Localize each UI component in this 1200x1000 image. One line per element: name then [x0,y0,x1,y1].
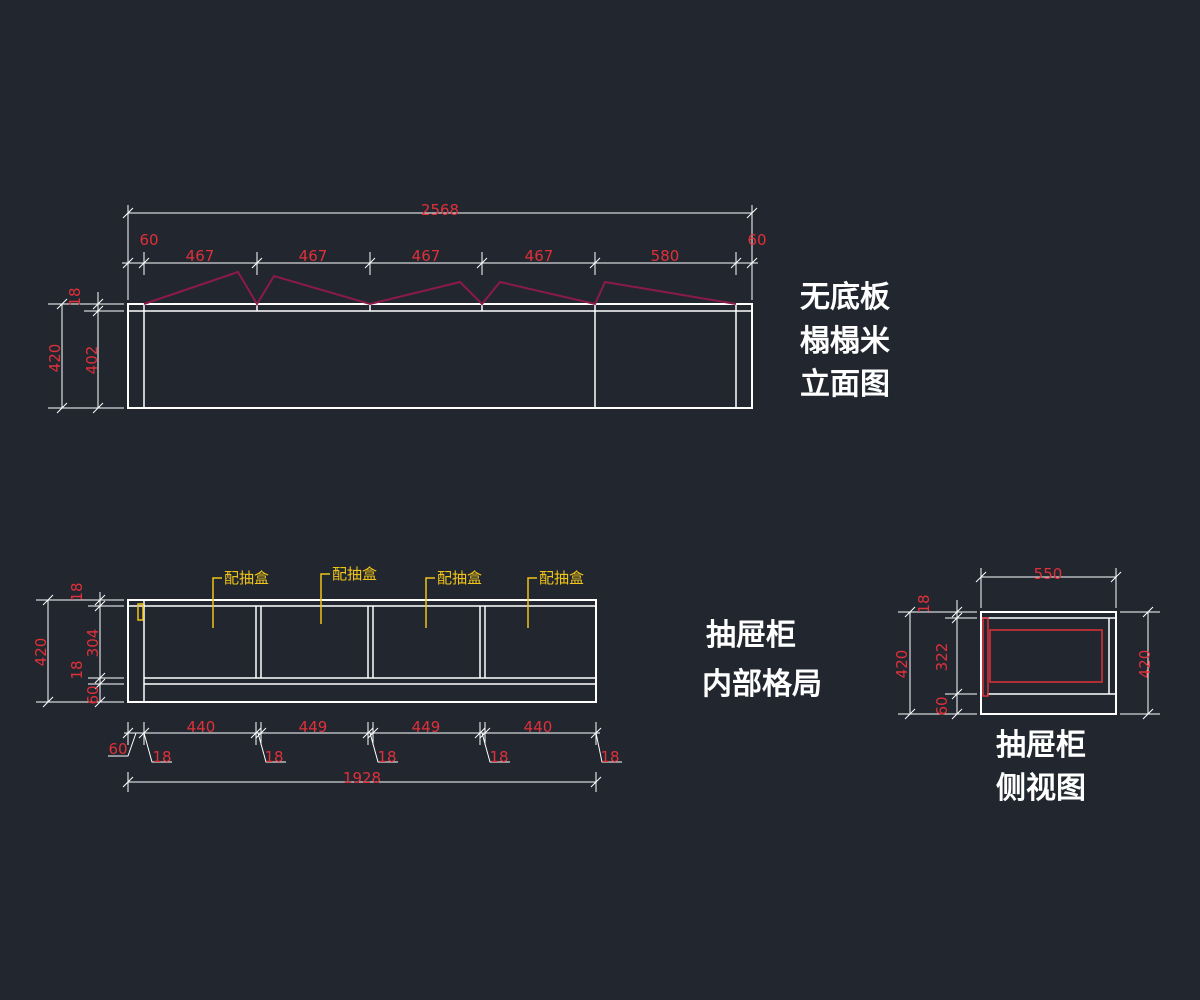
dim-seg-5: 580 [651,247,680,265]
dim-bay-1: 440 [187,718,216,736]
dim-seg-4: 467 [525,247,554,265]
dim-top-board: 18 [66,287,84,306]
cushion-profile [143,270,737,306]
dim-layout-drawer-height: 304 [84,629,102,658]
side-right-dim-lines [1120,611,1160,715]
dim-seg-1: 467 [186,247,215,265]
dim-side-base: 60 [933,696,951,715]
layout-frame [127,599,597,703]
elevation-title-line1: 无底板 [800,280,890,315]
elevation-title-line2: 榻榻米 [800,324,890,359]
layout-title-line1: 抽屉柜 [706,618,796,653]
dim-layout-total-height: 420 [32,638,50,667]
dim-total-height: 420 [46,344,64,373]
note-drawer-box-2: 配抽盒 [332,565,377,583]
dim-board-3: 18 [377,748,396,766]
note-leaders [212,573,537,628]
dim-seg-left: 60 [139,231,158,249]
dim-overall [127,205,753,300]
dim-board-2: 18 [264,748,283,766]
dim-side-right-height: 420 [1136,650,1154,679]
dim-layout-overall: 1928 [343,769,381,787]
dim-side-drawer-height: 322 [933,643,951,672]
dim-bay-2: 449 [299,718,328,736]
dim-board-4: 18 [489,748,508,766]
dim-side-depth: 550 [1034,565,1063,583]
layout-title-line2: 内部格局 [702,667,822,702]
side-vertical-dim-lines [898,600,977,715]
dim-layout-base: 60 [84,685,102,704]
side-title-line1: 抽屉柜 [996,728,1086,763]
elevation-drawing: 2568 60 467 467 467 467 580 60 [46,201,890,414]
dim-side-top-board: 18 [915,594,933,613]
drawer-front [982,617,989,697]
dim-board-left: 60 [108,740,127,758]
dim-bay-4: 440 [524,718,553,736]
dim-side-total-height: 420 [893,650,911,679]
dim-inner-height: 402 [83,346,101,375]
note-drawer-box-4: 配抽盒 [539,569,584,587]
note-drawer-box-1: 配抽盒 [224,569,269,587]
dim-bay-3: 449 [412,718,441,736]
dim-board-5: 18 [600,748,619,766]
dim-seg-2: 467 [299,247,328,265]
side-depth-dim-line [980,568,1117,608]
side-view-frame [980,611,1117,715]
elevation-title-line3: 立面图 [800,367,890,402]
dim-layout-top-board: 18 [68,582,86,601]
dim-overall-label: 2568 [421,201,459,219]
dim-seg-3: 467 [412,247,441,265]
board-leader-lines [108,732,622,763]
side-view-drawing: 550 18 420 322 60 420 抽屉柜 侧视图 [893,565,1160,806]
dim-layout-shelf: 18 [68,660,86,679]
side-title-line2: 侧视图 [996,771,1086,806]
elevation-frame [127,303,753,409]
drawer-box [989,629,1103,683]
marker-icon [137,603,144,621]
dim-seg-right: 60 [747,231,766,249]
note-drawer-box-3: 配抽盒 [437,569,482,587]
layout-drawing: 配抽盒 配抽盒 配抽盒 配抽盒 18 420 304 18 60 [32,565,822,792]
dim-board-1: 18 [152,748,171,766]
